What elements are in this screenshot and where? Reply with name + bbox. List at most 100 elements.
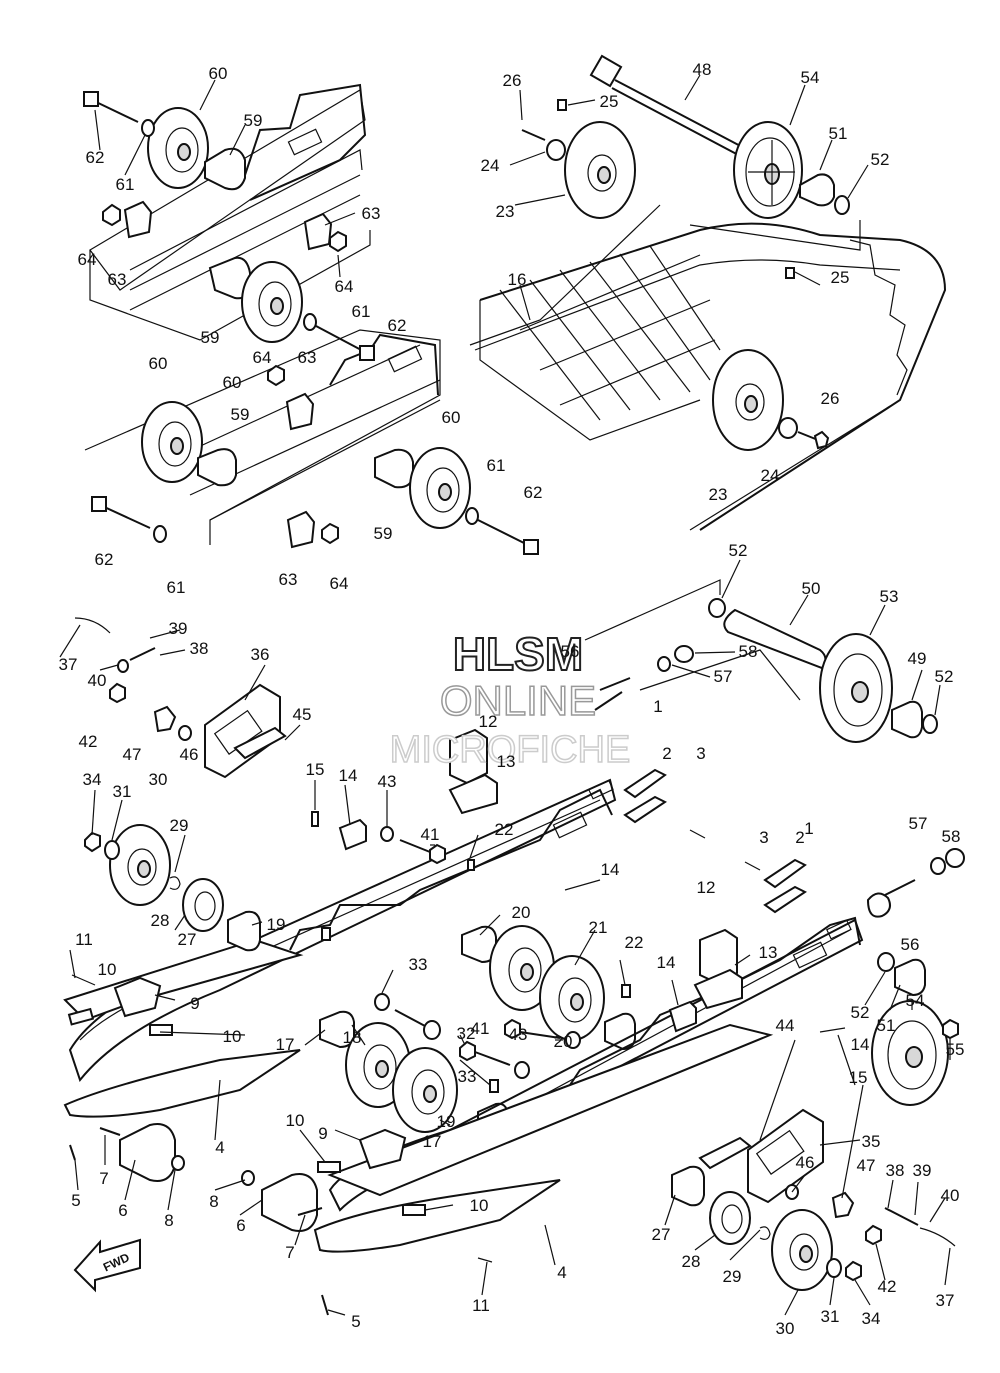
callout-label: 52 <box>935 667 954 686</box>
callout-label: 30 <box>149 770 168 789</box>
callout-label: 61 <box>487 456 506 475</box>
callout-label: 60 <box>149 354 168 373</box>
plate-45 <box>233 726 287 760</box>
callout-label: 51 <box>877 1016 896 1035</box>
callout-label: 25 <box>600 92 619 111</box>
callout-label: 63 <box>279 570 298 589</box>
callout-label: 64 <box>335 277 354 296</box>
callout-label: 47 <box>123 745 142 764</box>
callout-label: 24 <box>481 156 500 175</box>
callout-label: 63 <box>108 270 127 289</box>
callout-label: 64 <box>330 574 349 593</box>
part-6 <box>119 1123 176 1182</box>
callout-label: 37 <box>936 1291 955 1310</box>
callout-label: 25 <box>831 268 850 287</box>
callout-label: 3 <box>759 828 768 847</box>
callout-label: 43 <box>378 772 397 791</box>
callout-label: 13 <box>497 752 516 771</box>
callout-label: 28 <box>151 911 170 930</box>
callout-label: 59 <box>374 524 393 543</box>
callout-label: 29 <box>723 1267 742 1286</box>
callout-label: 4 <box>557 1263 566 1282</box>
callout-label: 7 <box>99 1169 108 1188</box>
callout-label: 31 <box>113 782 132 801</box>
bearing-28-right <box>709 1191 751 1245</box>
callout-label: 2 <box>662 744 671 763</box>
forward-direction-badge: FWD <box>73 1238 141 1293</box>
callout-label: 12 <box>697 878 716 897</box>
rear-shaft-assembly <box>584 579 938 743</box>
callout-label: 52 <box>851 1003 870 1022</box>
callout-label: 44 <box>776 1016 795 1035</box>
block-35 <box>747 1108 824 1204</box>
callout-label: 58 <box>739 642 758 661</box>
washer-61 <box>141 119 155 137</box>
callout-label: 19 <box>267 915 286 934</box>
callout-label: 49 <box>908 649 927 668</box>
callout-label: 40 <box>88 671 107 690</box>
callout-label: 14 <box>601 860 620 879</box>
callout-label: 1 <box>804 819 813 838</box>
callout-label: 52 <box>729 541 748 560</box>
callout-label: 56 <box>561 642 580 661</box>
callout-label: 19 <box>437 1112 456 1131</box>
watermark-line1: HLSM <box>453 628 583 680</box>
callout-label: 63 <box>298 348 317 367</box>
callout-label: 10 <box>98 960 117 979</box>
callout-labels: 60 59 62 61 63 64 63 64 59 60 61 62 64 6… <box>59 60 965 1338</box>
callout-label: 5 <box>71 1191 80 1210</box>
watermark: HLSM ONLINE MICROFICHE <box>389 627 631 772</box>
callout-label: 39 <box>913 1161 932 1180</box>
callout-label: 12 <box>479 712 498 731</box>
bracket-63 <box>123 200 153 239</box>
callout-label: 36 <box>251 645 270 664</box>
callout-label: 28 <box>682 1252 701 1271</box>
callout-label: 60 <box>223 373 242 392</box>
bracket-9-right <box>358 1128 407 1170</box>
pad-12 <box>449 728 488 785</box>
callout-label: 20 <box>554 1032 573 1051</box>
callout-label: 11 <box>472 1296 490 1315</box>
callout-label: 62 <box>524 483 543 502</box>
slide-4-right <box>313 1179 561 1253</box>
callout-label: 9 <box>318 1124 327 1143</box>
callout-label: 58 <box>942 827 961 846</box>
callout-label: 6 <box>118 1201 127 1220</box>
callout-label: 17 <box>423 1132 442 1151</box>
callout-label: 55 <box>946 1040 965 1059</box>
track-and-rear-axle <box>469 54 947 531</box>
callout-label: 2 <box>795 828 804 847</box>
callout-label: 54 <box>906 991 925 1010</box>
callout-label: 8 <box>209 1192 218 1211</box>
callout-label: 42 <box>878 1277 897 1296</box>
callout-label: 50 <box>802 579 821 598</box>
callout-label: 59 <box>201 328 220 347</box>
callout-label: 56 <box>901 935 920 954</box>
callout-label: 7 <box>285 1243 294 1262</box>
callout-label: 10 <box>286 1111 305 1130</box>
watermark-line2: ONLINE <box>440 677 596 724</box>
callout-label: 10 <box>223 1027 242 1046</box>
callout-label: 5 <box>351 1312 360 1331</box>
callout-label: 64 <box>253 348 272 367</box>
callout-label: 23 <box>496 202 515 221</box>
callout-label: 51 <box>829 124 848 143</box>
callout-label: 54 <box>801 68 820 87</box>
nut-64 <box>102 203 121 227</box>
spacer-27 <box>227 910 261 952</box>
callout-label: 41 <box>421 825 440 844</box>
callout-label: 14 <box>657 953 676 972</box>
callout-label: 14 <box>339 766 358 785</box>
callout-label: 29 <box>170 816 189 835</box>
callout-label: 34 <box>83 770 102 789</box>
callout-label: 43 <box>509 1025 528 1044</box>
callout-label: 21 <box>589 918 608 937</box>
right-slide-rail <box>241 848 965 1316</box>
callout-label: 22 <box>625 933 644 952</box>
callout-label: 57 <box>909 814 928 833</box>
callout-label: 13 <box>759 943 778 962</box>
callout-label: 22 <box>495 820 514 839</box>
callout-label: 11 <box>75 930 93 949</box>
callout-label: 46 <box>796 1153 815 1172</box>
callout-label: 1 <box>653 697 662 716</box>
